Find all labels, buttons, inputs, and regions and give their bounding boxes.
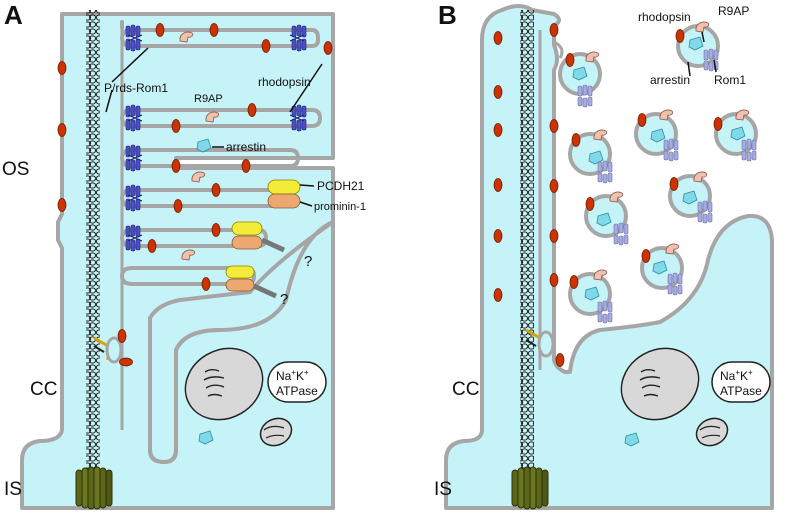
panel-a-unknown-2: ? (280, 291, 288, 308)
panel-a-cc-label: CC (30, 379, 57, 400)
panel-a-is-label: IS (4, 479, 22, 500)
panel-a-pump-line2: ATPase (276, 384, 318, 398)
panel-a-rhodopsin-label: rhodopsin (258, 75, 311, 89)
panel-b-rhodopsin-label: rhodopsin (638, 10, 691, 24)
panel-b-na-k-atpase-box (711, 361, 771, 403)
panel-b-axoneme (520, 10, 534, 480)
panel-a-na-k-atpase-box (267, 361, 327, 403)
panel-b-vesicles (558, 21, 758, 324)
panel-a (20, 10, 335, 510)
panel-a-mitochondria (184, 347, 293, 447)
panel-b-is-label: IS (434, 479, 452, 500)
panel-a-prominin-label: prominin-1 (314, 201, 366, 213)
panel-b-r9ap-label: R9AP (718, 4, 749, 18)
panel-b-mitochondria (620, 347, 729, 447)
panel-a-letter: A (4, 0, 23, 30)
panel-a-arrestin-label: arrestin (226, 140, 266, 154)
panel-a-axoneme (86, 10, 100, 480)
panel-b-pump-line2: ATPase (720, 384, 762, 398)
panel-b-y-links (525, 328, 555, 358)
panel-a-prph2-label: P/rds-Rom1 (104, 81, 168, 95)
panel-a-basal-body (75, 466, 113, 510)
panel-a-unknown-1: ? (304, 253, 312, 270)
panel-b-rom1-label: Rom1 (714, 73, 746, 87)
panel-b-cc-label: CC (452, 379, 479, 400)
panel-a-y-links (93, 336, 123, 364)
panel-a-callouts (105, 47, 323, 207)
panel-b-arrestin-label: arrestin (650, 73, 690, 87)
panel-b-pump-line1: Na+K+ (720, 368, 753, 383)
panel-b-basal-body (511, 466, 549, 510)
panel-a-os-label: OS (2, 159, 29, 180)
panel-a-pump-line1: Na+K+ (276, 368, 309, 383)
panel-a-r9ap-label: R9AP (194, 93, 223, 105)
panel-b (444, 4, 774, 510)
panel-a-pcdh21-prominin (225, 179, 301, 299)
panel-a-pcdh21-label: PCDH21 (317, 179, 365, 193)
panel-b-letter: B (438, 0, 457, 30)
